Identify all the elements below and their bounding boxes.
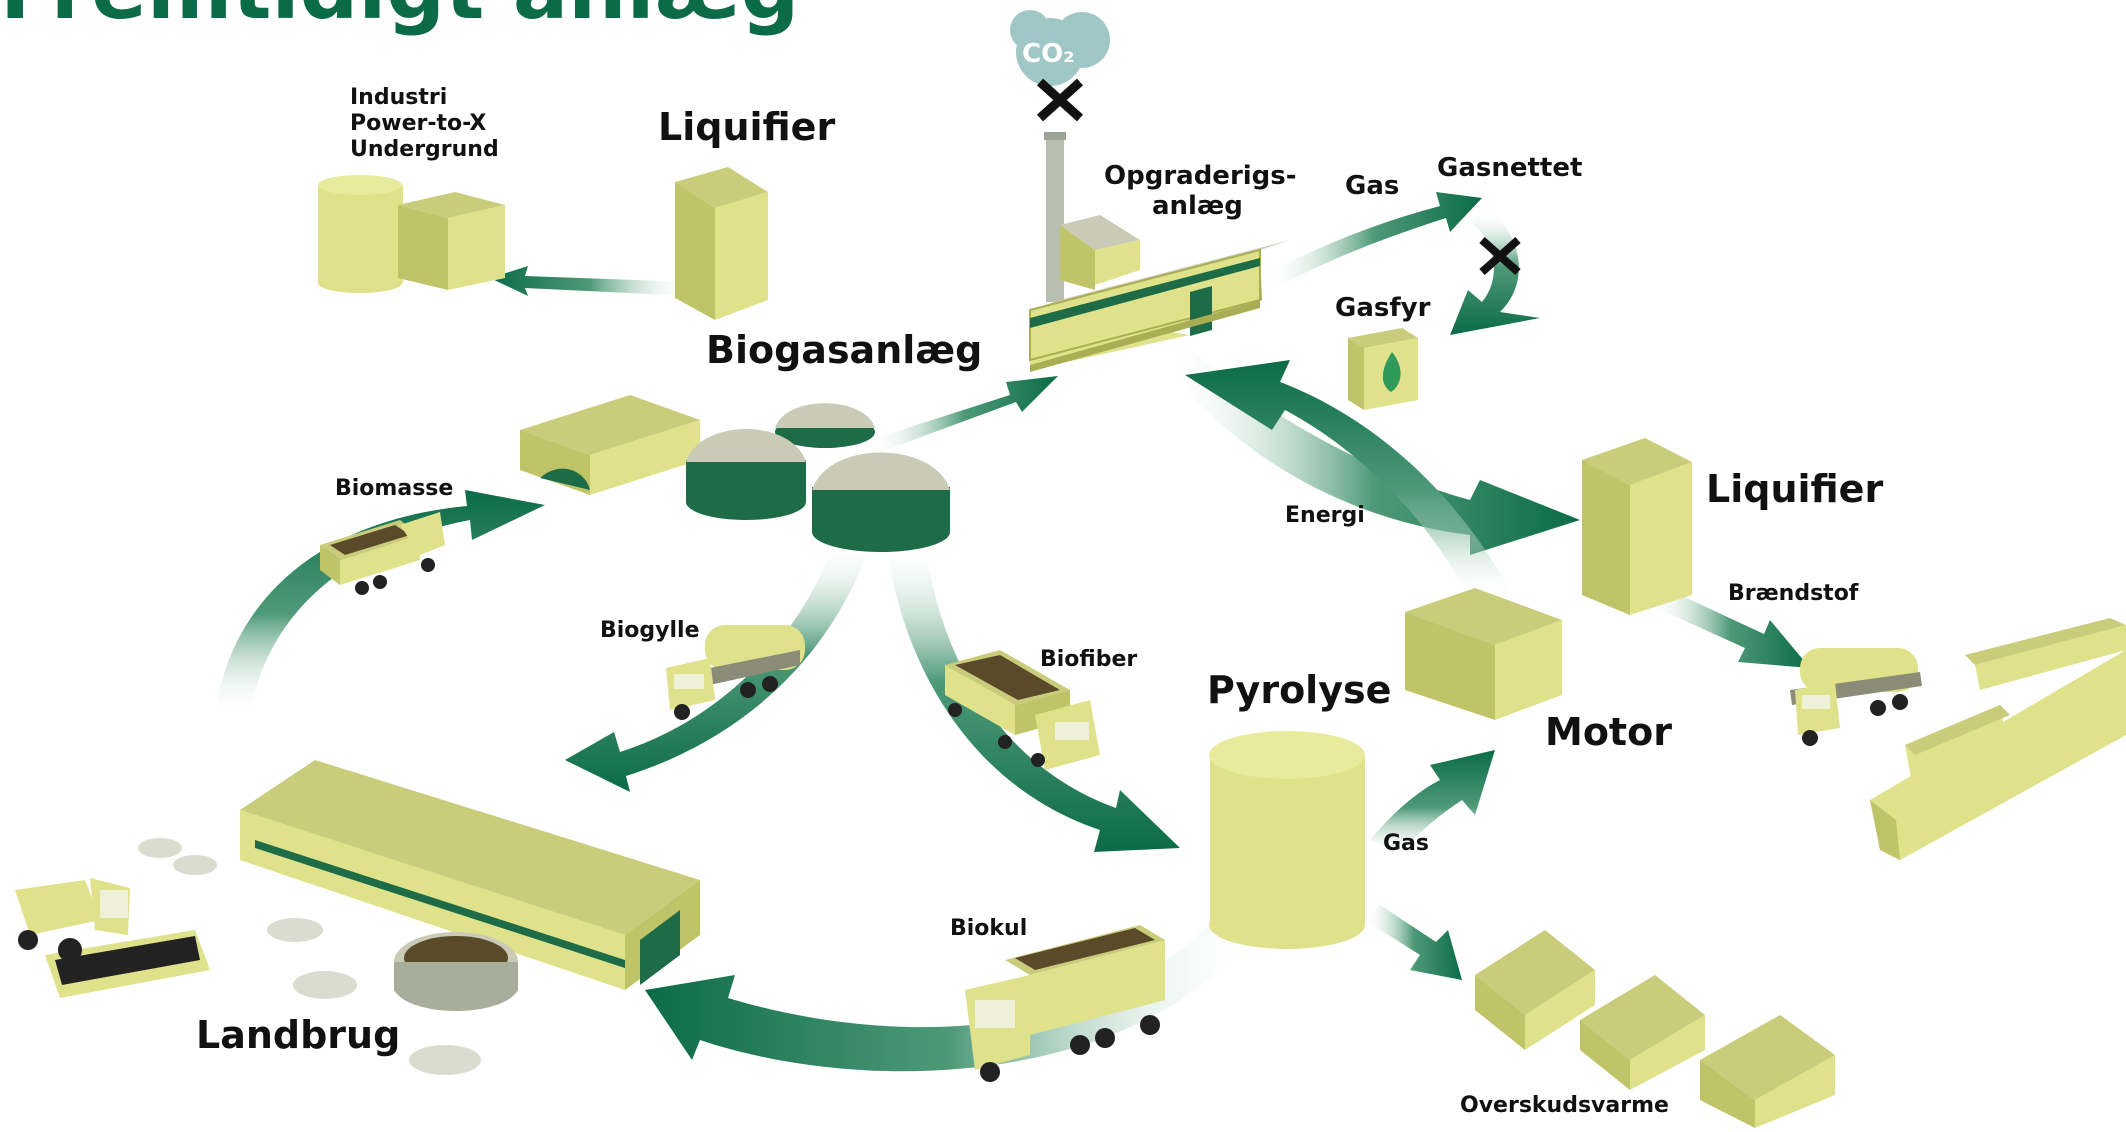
motor-building xyxy=(1405,588,1562,720)
animals xyxy=(138,838,481,1075)
biomasse-truck xyxy=(320,512,445,595)
industri-tanks xyxy=(318,175,505,293)
cross-mark-gasnettet-icon xyxy=(1479,237,1521,275)
varme-houses xyxy=(1475,930,1835,1128)
label-industri-1: Industri xyxy=(350,85,447,110)
arrow-gasnettet-to-gasfyr xyxy=(1450,210,1540,335)
label-biogasanlaeg: Biogasanlæg xyxy=(706,328,982,372)
arrow-motor-energi-to-upgrade xyxy=(1185,360,1510,600)
manure-tank xyxy=(394,932,518,1011)
label-liquifier-top: Liquifier xyxy=(658,105,835,149)
page-title: Fremtidigt anlæg xyxy=(0,0,799,38)
label-braendstof: Brændstof xyxy=(1728,581,1859,606)
label-pyrolyse: Pyrolyse xyxy=(1207,668,1391,712)
biokul-truck xyxy=(965,925,1165,1082)
gasfyr-box xyxy=(1348,328,1418,410)
label-gasnettet: Gasnettet xyxy=(1437,153,1582,183)
arrow-biogylle xyxy=(565,540,870,792)
pyrolyse-tank xyxy=(1209,731,1365,949)
ship xyxy=(1870,618,2126,860)
label-biofiber: Biofiber xyxy=(1040,647,1137,672)
label-industri-2: Power-to-X xyxy=(350,111,486,136)
combine-harvester xyxy=(15,878,210,998)
arrow-liquifier-to-ship xyxy=(1650,588,1810,668)
arrow-to-industri xyxy=(490,266,690,296)
biogas-plant xyxy=(520,395,950,552)
fuel-truck xyxy=(1790,648,1922,746)
arrow-biogas-to-upgrade xyxy=(870,376,1058,452)
co2-cloud: CO₂ xyxy=(1010,10,1110,86)
liquifier-right-building xyxy=(1582,438,1692,615)
arrow-upgrade-to-liquifier xyxy=(1165,345,1580,555)
label-biokul: Biokul xyxy=(950,916,1027,941)
label-biogylle: Biogylle xyxy=(600,618,700,643)
chimney xyxy=(1046,132,1064,302)
label-opgraderings-1: Opgraderigs- xyxy=(1104,161,1297,191)
cross-mark-co2-icon xyxy=(1036,78,1084,122)
label-overskudsvarme: Overskudsvarme xyxy=(1460,1093,1669,1118)
label-gas-top: Gas xyxy=(1345,171,1399,201)
arrow-to-gasnettet xyxy=(1265,192,1482,290)
upgrade-plant xyxy=(1029,215,1290,372)
label-gas-pyrolyse: Gas xyxy=(1383,831,1429,856)
label-liquifier-right: Liquifier xyxy=(1706,467,1883,511)
label-energi: Energi xyxy=(1285,503,1365,528)
arrow-pyrolyse-to-varme xyxy=(1365,905,1462,980)
label-landbrug: Landbrug xyxy=(196,1013,400,1057)
label-biomasse: Biomasse xyxy=(335,476,453,501)
arrow-pyrolyse-gas-to-motor xyxy=(1370,750,1495,855)
label-opgraderings-2: anlæg xyxy=(1152,191,1243,221)
label-gasfyr: Gasfyr xyxy=(1335,293,1431,323)
liquifier-top-building xyxy=(675,167,768,320)
label-motor: Motor xyxy=(1545,710,1672,754)
biogylle-truck xyxy=(666,625,805,720)
co2-label: CO₂ xyxy=(1022,39,1075,69)
label-industri-3: Undergrund xyxy=(350,137,499,162)
biofiber-truck xyxy=(945,650,1100,770)
farm-barn xyxy=(240,760,700,990)
arrow-biomasse xyxy=(215,490,545,715)
arrow-biofiber xyxy=(885,540,1180,852)
flame-icon xyxy=(1382,352,1401,392)
